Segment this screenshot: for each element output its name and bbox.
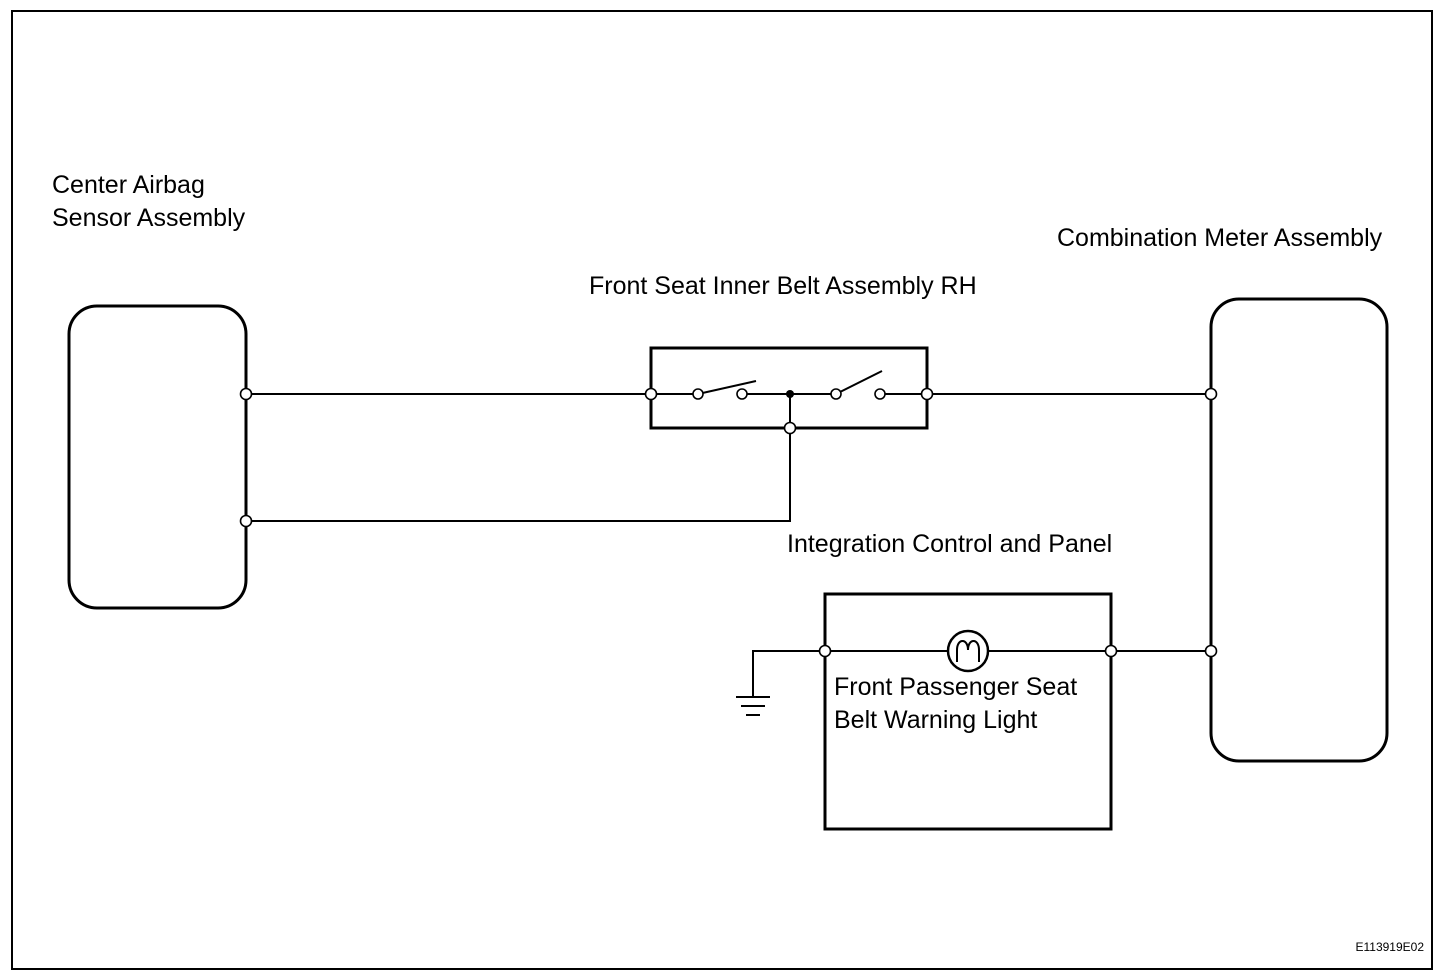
combination-meter-assembly: Combination Meter Assembly — [1057, 224, 1389, 763]
inner-belt-assembly: Front Seat Inner Belt Assembly RH — [589, 272, 977, 430]
bulb-filament — [956, 640, 980, 662]
terminal-meter-top — [1204, 387, 1218, 401]
inner-belt-label: Front Seat Inner Belt Assembly RH — [589, 272, 977, 300]
terminal-belt-bottom — [783, 421, 797, 435]
wire-panel-to-ground — [752, 650, 825, 697]
integration-panel: Integration Control and Panel Front Pass… — [787, 530, 1113, 831]
wire-airbag-to-belt-bottom — [246, 428, 791, 522]
diagram-border — [11, 10, 1433, 970]
warning-light-label-line1: Front Passenger Seat — [834, 673, 1077, 701]
figure-code: E113919E02 — [1355, 940, 1424, 954]
terminal-belt-left — [644, 387, 658, 401]
switch-1-blade — [697, 380, 757, 395]
terminal-airbag-bottom — [239, 514, 253, 528]
terminal-belt-right — [920, 387, 934, 401]
ground-icon — [736, 696, 770, 716]
integration-panel-label: Integration Control and Panel — [787, 530, 1112, 558]
terminal-meter-bottom — [1204, 644, 1218, 658]
combination-meter-box — [1209, 297, 1389, 763]
airbag-sensor-assembly: Center Airbag Sensor Assembly — [52, 171, 248, 610]
combination-meter-label: Combination Meter Assembly — [1057, 224, 1383, 252]
junction-dot — [786, 390, 794, 398]
terminal-panel-left — [818, 644, 832, 658]
airbag-sensor-label-line2: Sensor Assembly — [52, 204, 246, 232]
airbag-sensor-box — [67, 304, 248, 610]
terminal-airbag-top — [239, 387, 253, 401]
warning-light-bulb-icon — [946, 629, 990, 673]
switch-2-blade — [835, 370, 883, 395]
terminal-panel-right — [1104, 644, 1118, 658]
warning-light-label-line2: Belt Warning Light — [834, 706, 1037, 734]
airbag-sensor-label-line1: Center Airbag — [52, 171, 205, 199]
